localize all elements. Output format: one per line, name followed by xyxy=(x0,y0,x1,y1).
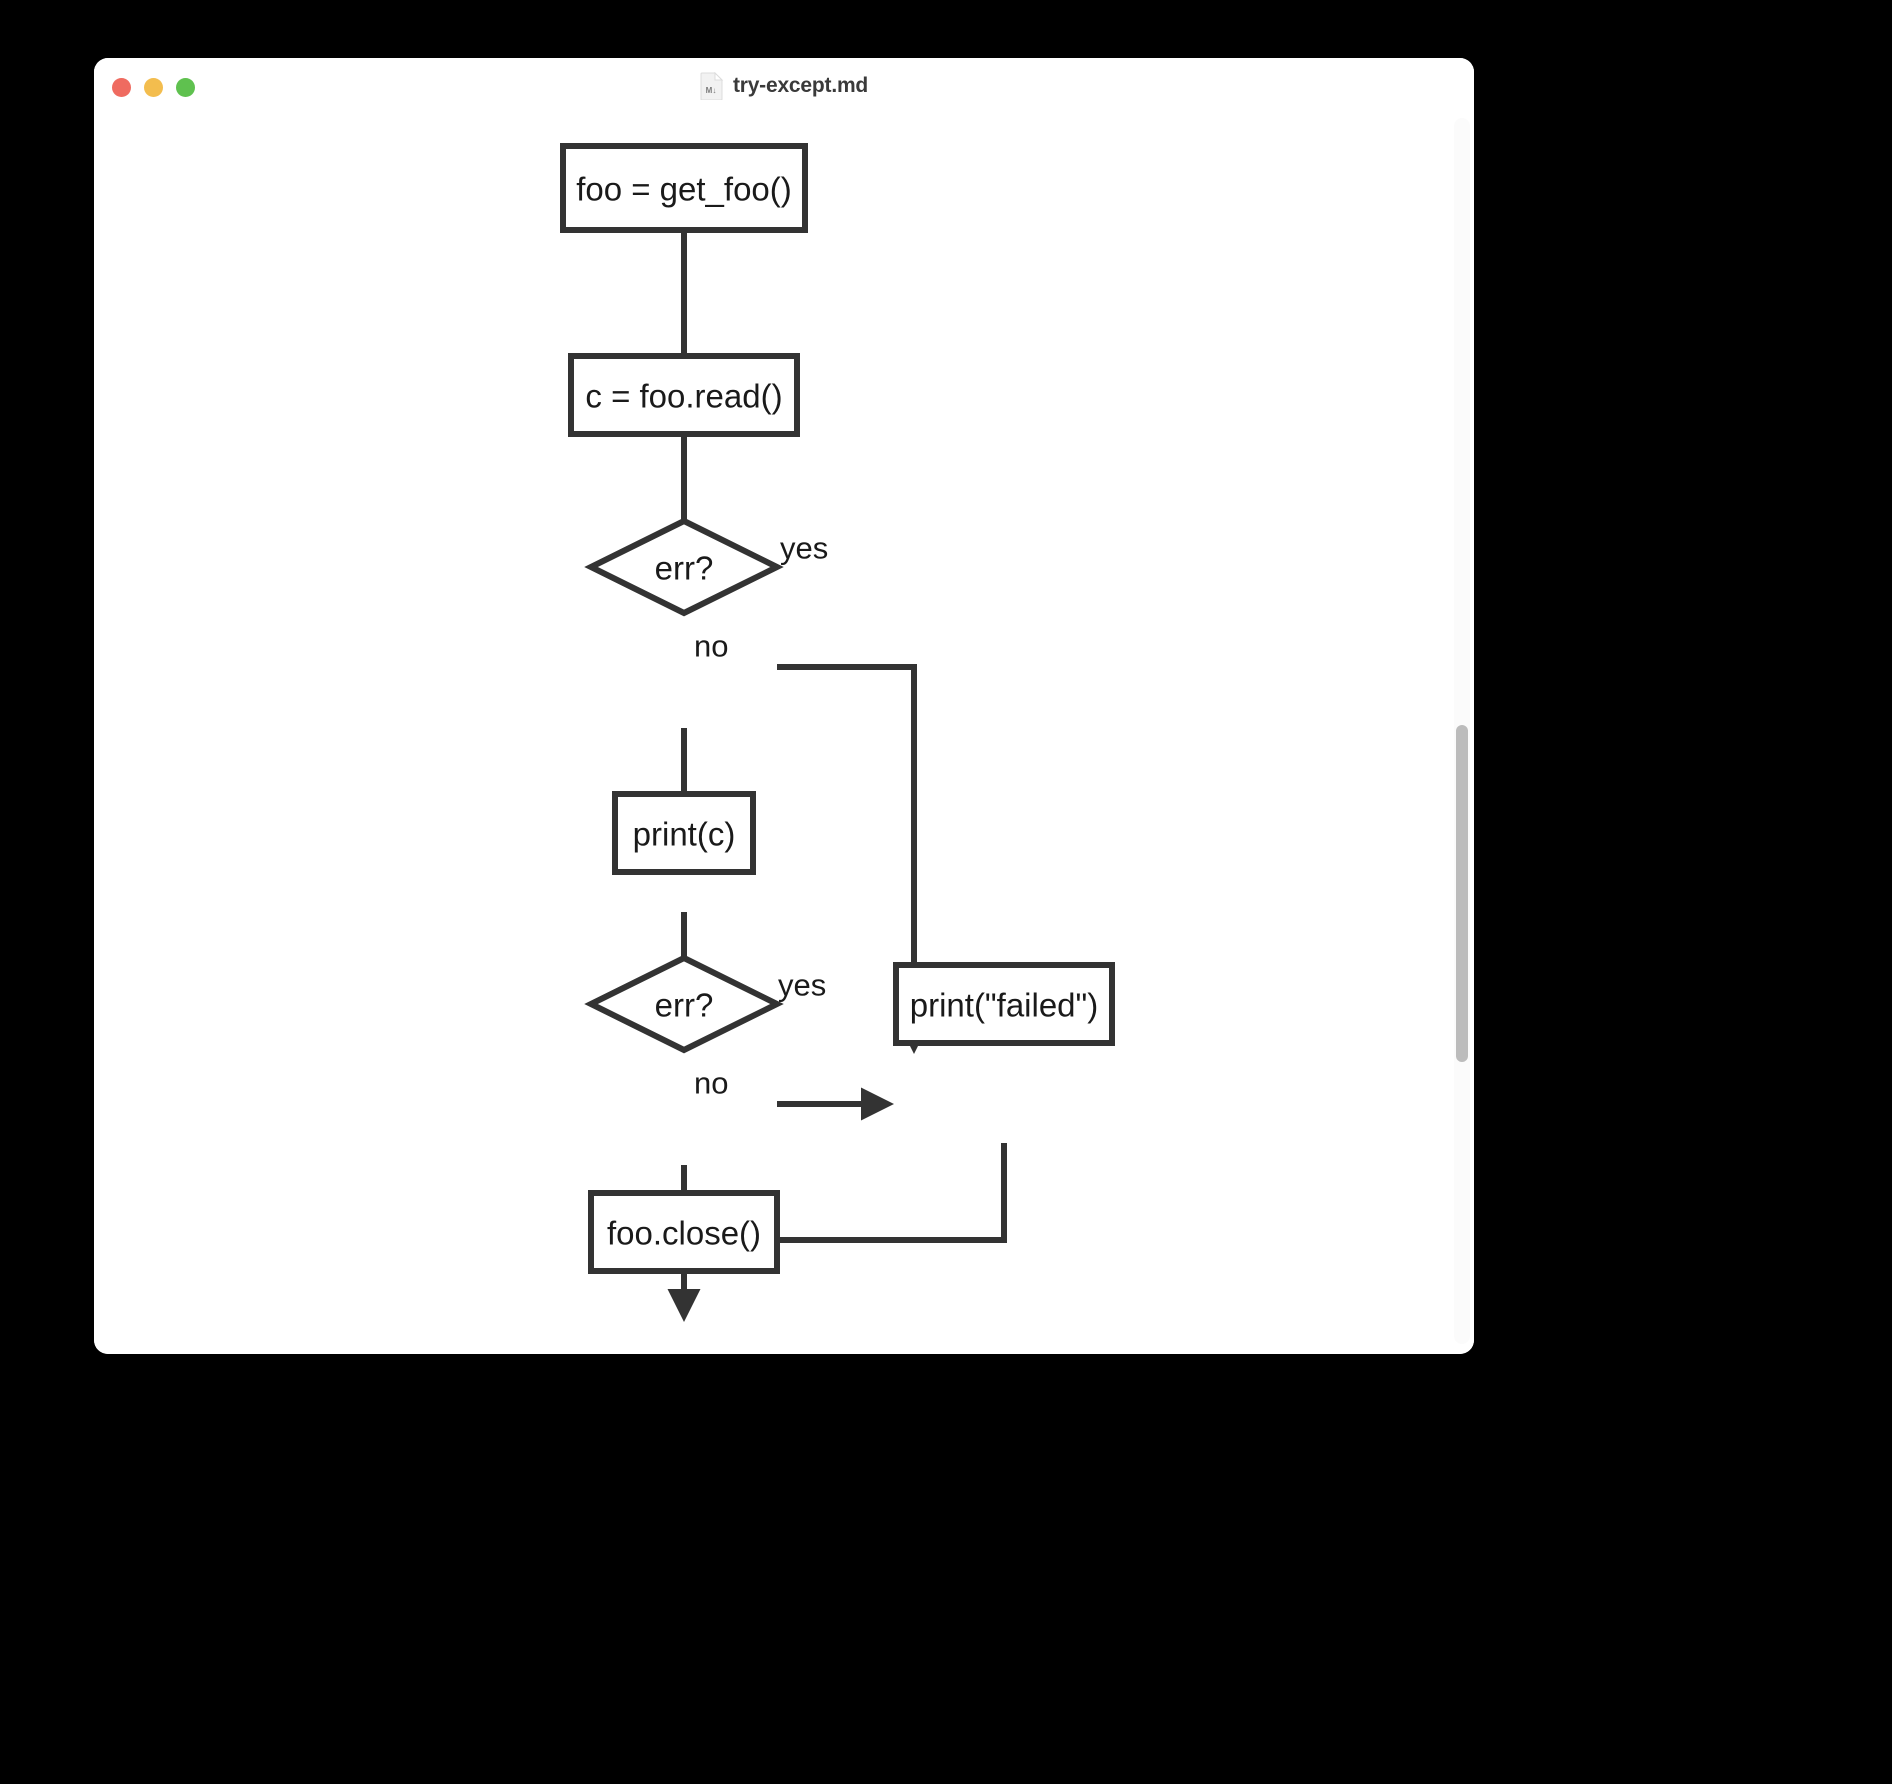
flow-node-err-decision-1-label: err? xyxy=(655,550,714,587)
vertical-scrollbar-track[interactable] xyxy=(1454,118,1470,1344)
window-title-group: M↓ try-except.md xyxy=(94,71,1474,101)
flow-node-foo-read-label: c = foo.read() xyxy=(585,378,782,415)
vertical-scrollbar-thumb[interactable] xyxy=(1456,724,1468,1062)
flow-node-err-decision-2-label: err? xyxy=(655,987,714,1024)
close-window-button[interactable] xyxy=(112,78,131,97)
edge-print-failed-to-close xyxy=(686,1143,1007,1243)
window-title: try-except.md xyxy=(732,74,869,97)
flow-node-err-decision-1[interactable]: err? xyxy=(584,517,784,617)
edge-label-err1-yes: yes xyxy=(780,531,828,566)
flow-node-print-failed-label: print("failed") xyxy=(910,987,1099,1024)
window-titlebar: M↓ try-except.md xyxy=(94,58,1474,120)
flowchart-diagram: foo = get_foo() c = foo.read() err? yes … xyxy=(560,143,1115,1322)
svg-text:M↓: M↓ xyxy=(706,86,717,95)
flow-node-print-c[interactable]: print(c) xyxy=(612,791,756,875)
flow-node-foo-close-label: foo.close() xyxy=(607,1215,761,1252)
flow-node-get-foo-label: foo = get_foo() xyxy=(576,171,792,208)
flow-node-print-c-label: print(c) xyxy=(633,816,736,853)
flow-node-get-foo[interactable]: foo = get_foo() xyxy=(560,143,808,233)
window-controls xyxy=(112,78,195,97)
flow-node-err-decision-2[interactable]: err? xyxy=(584,954,784,1054)
maximize-window-button[interactable] xyxy=(176,78,195,97)
app-window: M↓ try-except.md xyxy=(94,58,1474,1354)
edge-err1-yes-to-print-failed xyxy=(777,664,931,1054)
edge-label-err2-yes: yes xyxy=(778,968,826,1003)
flow-node-foo-read[interactable]: c = foo.read() xyxy=(568,353,800,437)
flow-node-print-failed[interactable]: print("failed") xyxy=(893,962,1115,1046)
document-viewport: foo = get_foo() c = foo.read() err? yes … xyxy=(94,120,1474,1354)
edge-label-err1-no: no xyxy=(694,629,728,664)
edge-label-err2-no: no xyxy=(694,1066,728,1101)
flow-node-foo-close[interactable]: foo.close() xyxy=(588,1190,780,1274)
minimize-window-button[interactable] xyxy=(144,78,163,97)
markdown-file-icon: M↓ xyxy=(700,71,724,101)
